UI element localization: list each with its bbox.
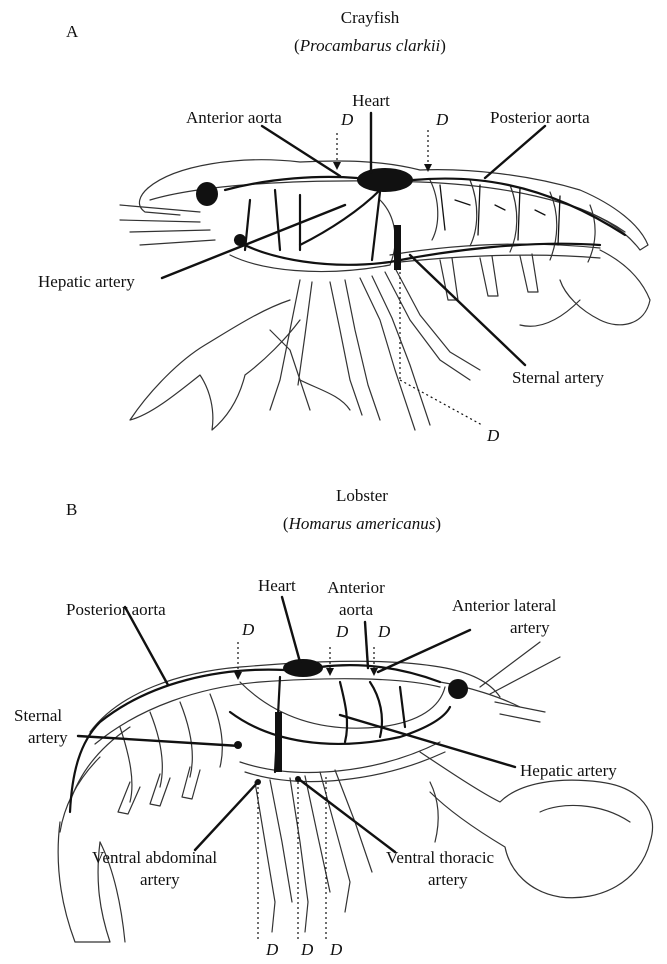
leader-posterior-aorta-a (485, 126, 545, 178)
leader-sternal-b (78, 736, 240, 746)
lobster-posterior-aorta (70, 670, 285, 812)
panel-b-species: (Homarus americanus) (283, 514, 441, 534)
crayfish-tail-fan (560, 250, 650, 325)
label-anterior-lateral-b-line2: artery (510, 618, 550, 638)
label-heart-a: Heart (352, 91, 390, 111)
d-mark-a-3: D (487, 426, 499, 446)
crayfish-illustration (0, 0, 667, 482)
d-mark-b-5: D (301, 940, 313, 960)
d-mark-b-1: D (242, 620, 254, 640)
label-anterior-aorta-b-line1: Anterior (327, 578, 385, 598)
leader-ventral-thoracic-b (300, 780, 395, 852)
d-mark-a-1: D (341, 110, 353, 130)
crayfish-heart (357, 168, 413, 192)
panel-letter-a: A (66, 22, 78, 42)
label-ventral-thoracic-b-line2: artery (428, 870, 468, 890)
label-heart-b: Heart (258, 576, 296, 596)
label-sternal-b-line1: Sternal (14, 706, 62, 726)
panel-b-title: Lobster (336, 486, 388, 506)
label-sternal-artery-a: Sternal artery (512, 368, 604, 388)
lobster-heart (283, 659, 323, 677)
label-ventral-thoracic-b-line1: Ventral thoracic (386, 848, 494, 868)
d-mark-b-4: D (266, 940, 278, 960)
leader-anterior-lateral-b (378, 630, 470, 672)
label-hepatic-artery-a: Hepatic artery (38, 272, 135, 292)
panel-a-species: (Procambarus clarkii) (294, 36, 446, 56)
label-posterior-aorta-b: Posterior aorta (66, 600, 166, 620)
panel-a-species-name: Procambarus clarkii (300, 36, 441, 55)
leader-anterior-aorta-a (262, 126, 340, 176)
label-anterior-lateral-b-line1: Anterior lateral (452, 596, 556, 616)
leader-ventral-abdominal-b (195, 782, 258, 850)
panel-letter-b: B (66, 500, 77, 520)
label-posterior-aorta-a: Posterior aorta (490, 108, 590, 128)
leader-sternal-a (410, 255, 525, 365)
crayfish-eye (196, 182, 218, 206)
lobster-tail-fan (58, 822, 110, 942)
label-anterior-aorta-b-line2: aorta (339, 600, 373, 620)
panel-lobster: B Lobster (Homarus americanus) Heart Ant… (0, 482, 667, 964)
label-ventral-abdominal-b-line2: artery (140, 870, 180, 890)
crayfish-anterior-aorta (225, 177, 357, 190)
label-sternal-b-line2: artery (28, 728, 68, 748)
d-mark-b-6: D (330, 940, 342, 960)
crayfish-claw (130, 300, 300, 430)
leader-heart-b (282, 597, 300, 662)
panel-a-title: Crayfish (341, 8, 400, 28)
label-ventral-abdominal-b-line1: Ventral abdominal (92, 848, 217, 868)
lobster-eye (448, 679, 468, 699)
d-mark-a-2: D (436, 110, 448, 130)
d-mark-b-3: D (378, 622, 390, 642)
d-mark-b-2: D (336, 622, 348, 642)
panel-b-species-name: Homarus americanus (289, 514, 436, 533)
panel-crayfish: A Crayfish (Procambarus clarkii) Heart A… (0, 0, 667, 482)
label-anterior-aorta-a: Anterior aorta (186, 108, 282, 128)
lobster-illustration (0, 482, 667, 964)
label-hepatic-artery-b: Hepatic artery (520, 761, 617, 781)
